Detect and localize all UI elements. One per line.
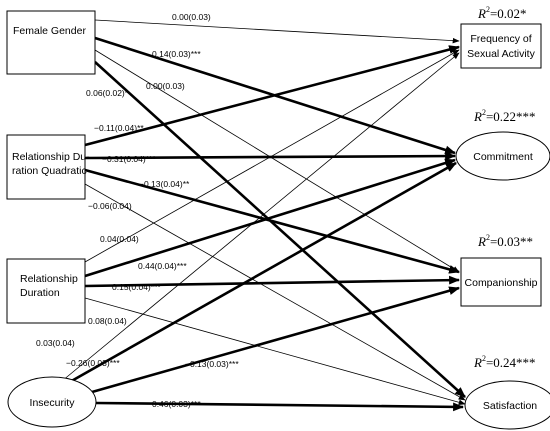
path-labels: 0.00(0.03) 0.14(0.03)*** 0.00(0.03) 0.06… xyxy=(36,12,239,409)
path-fg-comp xyxy=(94,49,460,273)
path-ins-freq xyxy=(61,52,460,382)
node-rdq-label-line2: ration Quadratic xyxy=(12,165,87,177)
path-label-ins-sat: −0.46(0.03)*** xyxy=(147,399,201,409)
r2-satisfaction: R2=0.24*** xyxy=(473,354,536,370)
path-label-rdq-commit: −0.31(0.04)*** xyxy=(102,154,156,164)
path-label-rd-commit: 0.44(0.04)*** xyxy=(138,261,187,271)
node-rdq-label-line1: Relationship Du- xyxy=(12,151,90,163)
path-label-rd-freq: 0.04(0.04) xyxy=(100,234,139,244)
path-label-fg-commit: 0.14(0.03)*** xyxy=(152,49,201,59)
path-rd-freq xyxy=(84,49,460,263)
node-insecurity-label: Insecurity xyxy=(30,397,76,409)
node-companionship-label: Companionship xyxy=(465,277,538,289)
node-freq-label-line2: Sexual Activity xyxy=(467,48,535,60)
path-label-ins-commit: −0.26(0.03)*** xyxy=(66,358,120,368)
path-label-fg-freq: 0.00(0.03) xyxy=(172,12,211,22)
node-rd-label-line1: Relationship xyxy=(20,273,78,285)
path-label-fg-sat: 0.06(0.02)* xyxy=(86,88,129,98)
path-label-rdq-sat: −0.06(0.04) xyxy=(88,201,132,211)
r2-labels: R2=0.02* R2=0.22*** R2=0.03** R2=0.24*** xyxy=(473,5,536,370)
node-female-gender-label: Female Gender xyxy=(13,25,86,37)
path-fg-freq xyxy=(94,19,460,44)
r2-frequency: R2=0.02* xyxy=(477,5,527,21)
node-female-gender: Female Gender xyxy=(6,10,96,75)
node-commitment-label: Commitment xyxy=(473,151,533,163)
path-rd-sat xyxy=(84,297,466,406)
path-label-rdq-freq: −0.11(0.04)** xyxy=(94,123,144,133)
path-ins-sat xyxy=(95,401,465,412)
path-label-ins-freq: 0.03(0.04) xyxy=(36,338,75,348)
path-ins-commit xyxy=(67,161,457,385)
path-label-ins-comp: −0.13(0.03)*** xyxy=(185,359,239,369)
path-label-rd-comp: 0.15(0.04)*** xyxy=(112,282,161,292)
path-rd-comp xyxy=(84,275,461,288)
node-rd-label-line2: Duration xyxy=(20,287,60,299)
node-relationship-duration: Relationship Duration xyxy=(6,258,86,324)
path-label-rd-sat: 0.08(0.04) xyxy=(88,316,127,326)
path-rdq-comp xyxy=(84,168,461,274)
path-rdq-freq xyxy=(84,45,461,147)
node-relationship-duration-quadratic: Relationship Du- ration Quadratic xyxy=(6,134,90,200)
r2-commitment: R2=0.22*** xyxy=(473,108,536,124)
node-companionship: Companionship xyxy=(460,257,542,307)
node-satisfaction-label: Satisfaction xyxy=(483,400,537,412)
path-label-rdq-comp: −0.13(0.04)** xyxy=(139,179,190,189)
path-rdq-sat xyxy=(84,183,466,401)
node-freq-label-line1: Frequency of xyxy=(470,33,531,45)
node-insecurity: Insecurity xyxy=(7,376,97,428)
node-frequency-of-sexual-activity: Frequency of Sexual Activity xyxy=(460,23,542,69)
r2-companionship: R2=0.03** xyxy=(477,233,533,249)
path-label-fg-comp: 0.00(0.03) xyxy=(146,81,185,91)
node-commitment: Commitment xyxy=(455,131,550,181)
path-rd-commit xyxy=(84,158,457,278)
node-satisfaction: Satisfaction xyxy=(464,380,550,430)
outcome-nodes: Frequency of Sexual Activity Commitment … xyxy=(455,23,550,430)
predictor-nodes: Female Gender Relationship Du- ration Qu… xyxy=(6,10,97,428)
path-fg-sat xyxy=(94,61,466,398)
paths xyxy=(61,19,466,412)
path-ins-comp xyxy=(91,286,461,394)
